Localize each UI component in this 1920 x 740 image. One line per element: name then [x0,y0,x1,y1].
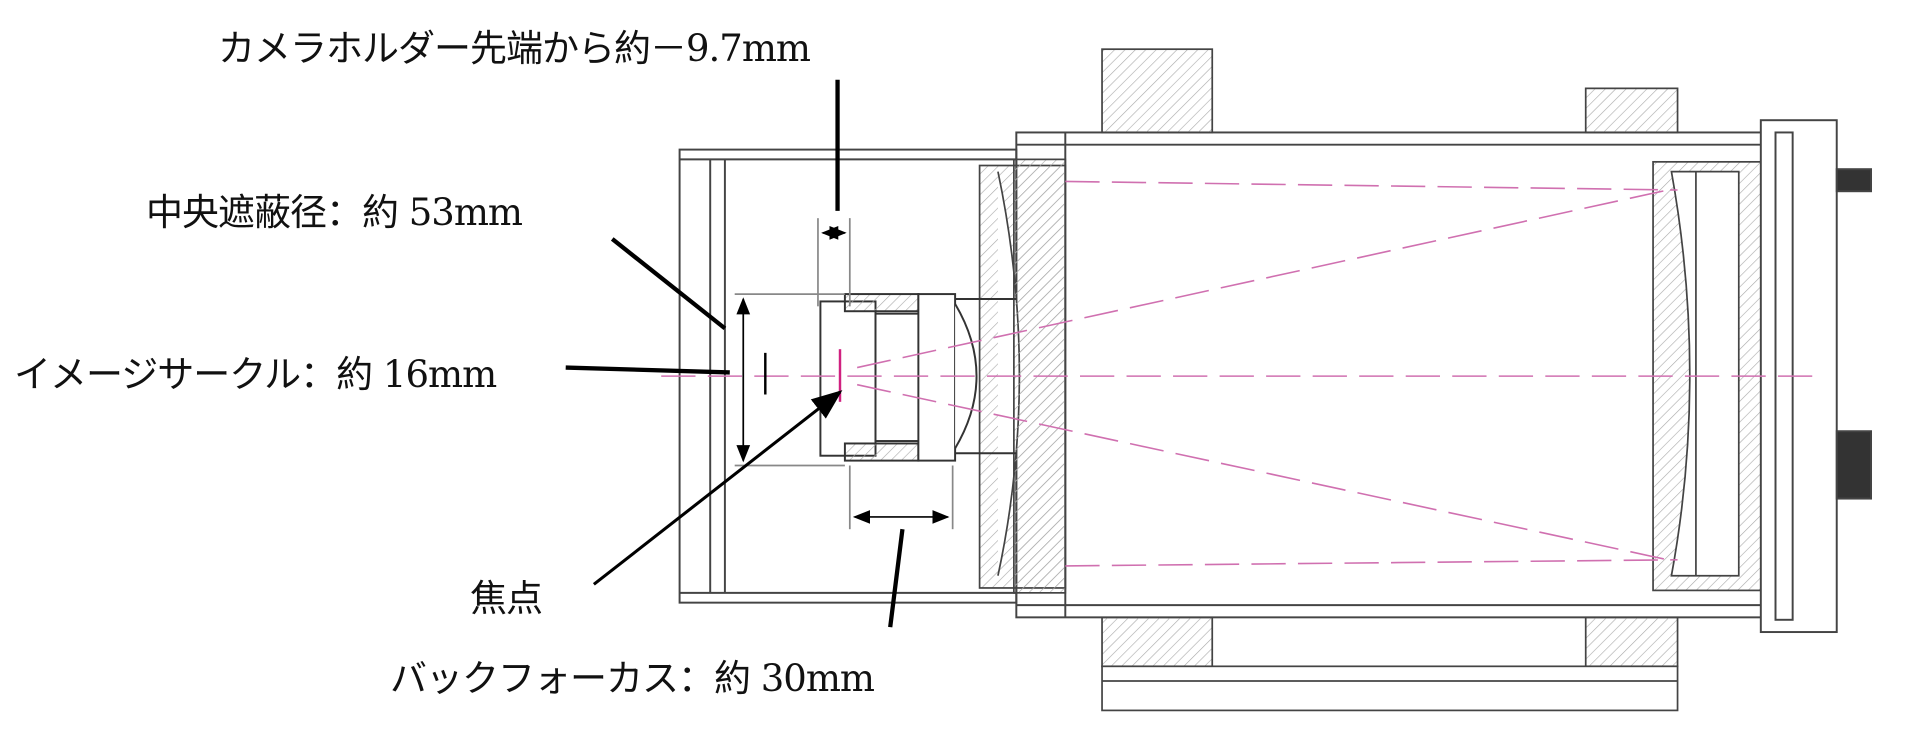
back-focus-label: バックフォーカス：約 30mm [390,657,875,700]
rear-cell [1759,119,1872,634]
optical-rays [661,180,1813,567]
holder-offset-label: カメラホルダー先端から約－9.7mm [218,27,811,70]
leader-lines [565,79,905,628]
central-obstruction-label: 中央遮蔽径：約 53mm [146,191,523,234]
focal-point-label: 焦点 [470,577,543,620]
image-circle-label: イメージサークル：約 16mm [14,353,497,396]
dimension-lines [734,218,954,530]
mount-blocks [1101,48,1679,712]
focal-point-arrow [592,390,843,586]
camera-body [819,293,1017,462]
